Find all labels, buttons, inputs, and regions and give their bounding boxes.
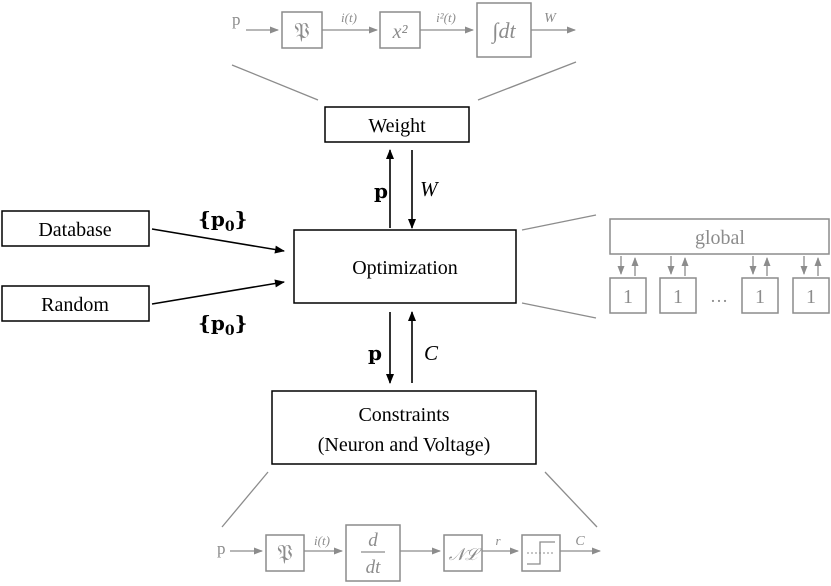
bottom-derivative-den: dt xyxy=(366,557,382,578)
weight-W-label: W xyxy=(420,177,440,201)
worker-box xyxy=(659,277,697,314)
top-output-label: W xyxy=(544,11,557,26)
database-p0-label: {p0} xyxy=(198,207,247,235)
bottom-zoom-right xyxy=(544,471,598,528)
global-label: global xyxy=(695,227,745,249)
worker-label: 1 xyxy=(806,286,816,308)
database-label: Database xyxy=(38,219,111,241)
bottom-zoom-left xyxy=(221,471,269,528)
top-signal-1: i(t) xyxy=(341,10,357,25)
random-p0-label: {p0} xyxy=(198,311,247,339)
worker-box xyxy=(609,277,647,314)
top-block-integral xyxy=(476,2,532,58)
global-box xyxy=(609,218,830,255)
bottom-block-p xyxy=(265,534,305,572)
bottom-derivative-num: d xyxy=(368,530,378,551)
constraints-box xyxy=(271,390,537,465)
arrow-random-to-opt xyxy=(151,279,285,305)
constraints-C-label: C xyxy=(424,341,439,365)
bottom-signal-3: r xyxy=(495,533,501,548)
worker-label: 1 xyxy=(673,286,683,308)
bottom-pipeline: p 𝔓 i(t) d dt 𝒩ℒ r C xyxy=(217,524,601,582)
bottom-input-label: p xyxy=(217,539,226,558)
bottom-block-nl xyxy=(443,534,483,572)
top-pipeline: p 𝔓 i(t) x² i²(t) ∫dt W xyxy=(232,2,576,58)
optimization-label: Optimization xyxy=(352,257,458,279)
worker-box xyxy=(741,277,779,314)
top-input-label: p xyxy=(232,10,241,29)
constraints-label-line1: Constraints xyxy=(358,404,449,426)
top-zoom-left xyxy=(231,64,319,101)
worker-label: 1 xyxy=(623,286,633,308)
top-block-square-label: x² xyxy=(392,21,409,43)
constraints-p-label: p xyxy=(368,341,382,365)
weight-p-label: p xyxy=(374,179,388,203)
top-zoom-right xyxy=(477,61,577,101)
parallel-zoom-top xyxy=(521,214,597,231)
top-block-p-label: 𝔓 xyxy=(294,18,310,43)
worker-box xyxy=(792,277,830,314)
bottom-signal-1: i(t) xyxy=(314,533,330,548)
weight-label: Weight xyxy=(368,115,426,137)
worker-label: 1 xyxy=(755,286,765,308)
bottom-block-nl-label: 𝒩ℒ xyxy=(449,545,482,564)
bottom-output-label: C xyxy=(575,534,585,549)
random-box xyxy=(1,285,150,322)
arrow-database-to-opt xyxy=(151,228,285,254)
top-signal-2: i²(t) xyxy=(436,10,456,25)
database-box xyxy=(1,210,150,247)
parallel-zoom-bottom xyxy=(521,302,597,319)
constraints-label-line2: (Neuron and Voltage) xyxy=(318,434,491,456)
bottom-block-derivative xyxy=(345,524,401,582)
worker-group: 1 1 1 1 xyxy=(609,256,830,314)
random-label: Random xyxy=(41,294,109,316)
optimization-box xyxy=(293,229,517,304)
top-block-integral-label: ∫dt xyxy=(490,18,516,44)
worker-ellipsis: … xyxy=(710,286,728,306)
parallel-diagram: global 1 1 1 1 … xyxy=(609,218,830,314)
bottom-block-p-label: 𝔓 xyxy=(277,540,293,565)
weight-box xyxy=(324,106,470,143)
